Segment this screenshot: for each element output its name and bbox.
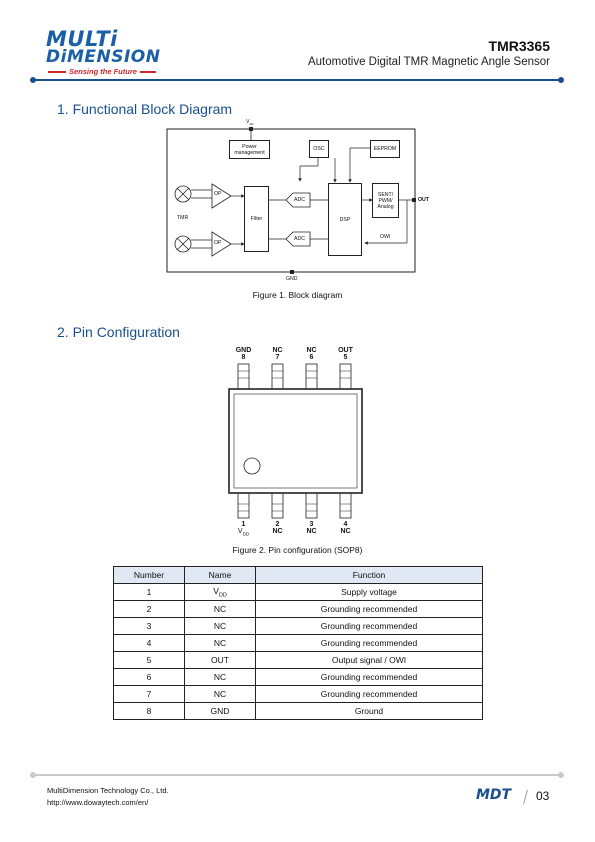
pin-number-cell: 3 — [113, 617, 185, 635]
section-title-pin-configuration: 2. Pin Configuration — [57, 324, 180, 340]
power-management-block: Power management — [229, 140, 270, 159]
pin-name-cell: NC — [184, 617, 256, 635]
pin-number: 5 — [343, 354, 348, 361]
footer-rule — [33, 774, 561, 776]
pin-8-label: GND 8 — [231, 347, 256, 361]
pin-function-cell: Grounding recommended — [255, 634, 483, 652]
header-rule — [33, 79, 561, 81]
page-number: 03 — [536, 789, 550, 803]
pin-number: 8 — [241, 354, 246, 361]
pin-2-label: 2 NC — [265, 521, 290, 535]
adc-bottom-label: ADC — [294, 236, 305, 242]
company-logo: MULTi DiMENSION Sensing the Future — [46, 27, 176, 77]
logo-line1: MULTi — [46, 27, 118, 51]
footer-website-link[interactable]: http://www.dowaytech.com/en/ — [47, 798, 149, 807]
filter-block: Filter — [244, 186, 269, 252]
logo-line2: DiMENSION — [46, 47, 161, 67]
pin-number-cell: 7 — [113, 685, 185, 703]
osc-block: OSC — [309, 140, 329, 158]
section-title-block-diagram: 1. Functional Block Diagram — [57, 101, 233, 117]
table-row: 4 NC Grounding recommended — [113, 634, 483, 652]
pin-1-label: 1 VDD — [231, 521, 256, 537]
table-header-row: Number Name Function — [113, 566, 483, 584]
pin-6-label: NC 6 — [299, 347, 324, 361]
pin-function-cell: Supply voltage — [255, 583, 483, 601]
page-header: MULTi DiMENSION Sensing the Future TMR33… — [0, 0, 595, 90]
pin-4-label: 4 NC — [333, 521, 358, 535]
pin-name: NC — [306, 528, 317, 535]
tmr-label: TMR — [177, 215, 189, 221]
table-row: 5 OUT Output signal / OWI — [113, 651, 483, 669]
pin-number-cell: 8 — [113, 702, 185, 720]
column-header-number: Number — [113, 566, 185, 584]
figure2-caption: Figure 2. Pin configuration (SOP8) — [232, 545, 363, 555]
pin-name-cell: NC — [184, 600, 256, 618]
pin-number-cell: 2 — [113, 600, 185, 618]
op-top-label: OP — [214, 191, 222, 197]
pin-function-cell: Grounding recommended — [255, 617, 483, 635]
footer-rule-dot-right — [558, 772, 564, 778]
pin-function-table: Number Name Function 1 VDD Supply voltag… — [113, 566, 483, 720]
pin-function-cell: Ground — [255, 702, 483, 720]
pin-number: 6 — [309, 354, 314, 361]
footer-separator — [523, 790, 528, 804]
footer-company-name: MultiDimension Technology Co., Ltd. — [47, 786, 169, 795]
part-number: TMR3365 — [488, 38, 550, 54]
pin-name-cell: NC — [184, 668, 256, 686]
pin-number-cell: 5 — [113, 651, 185, 669]
pin-name: NC — [272, 347, 283, 354]
op-bottom-label: OP — [214, 240, 222, 246]
table-row: 3 NC Grounding recommended — [113, 617, 483, 635]
pin-name: OUT — [338, 347, 353, 354]
document-subtitle: Automotive Digital TMR Magnetic Angle Se… — [307, 56, 550, 68]
pin-number-cell: 4 — [113, 634, 185, 652]
dsp-block: DSP — [328, 183, 362, 256]
table-row: 8 GND Ground — [113, 702, 483, 720]
pin-name-cell: NC — [184, 685, 256, 703]
pin-number: 2 — [275, 521, 280, 528]
out-label: OUT — [418, 197, 429, 203]
column-header-function: Function — [255, 566, 483, 584]
pin-function-cell: Grounding recommended — [255, 668, 483, 686]
pin-function-cell: Output signal / OWI — [255, 651, 483, 669]
header-rule-dot-left — [30, 77, 36, 83]
footer-rule-dot-left — [30, 772, 36, 778]
figure1-caption: Figure 1. Block diagram — [252, 290, 343, 300]
pin-5-label: OUT 5 — [333, 347, 358, 361]
output-interface-block: SENT/ PWM/ Analog — [372, 183, 399, 218]
pin-function-cell: Grounding recommended — [255, 600, 483, 618]
pin-number: 1 — [241, 521, 246, 528]
logo-tagline: Sensing the Future — [58, 67, 156, 76]
adc-top-label: ADC — [294, 197, 305, 203]
pin-number: 4 — [343, 521, 348, 528]
eeprom-block: EEPROM — [370, 140, 400, 158]
pin-3-label: 3 NC — [299, 521, 324, 535]
pin-number: 7 — [275, 354, 280, 361]
table-row: 6 NC Grounding recommended — [113, 668, 483, 686]
pin-name-cell: NC — [184, 634, 256, 652]
table-row: 2 NC Grounding recommended — [113, 600, 483, 618]
pin-name: NC — [340, 528, 351, 535]
pin-name: NC — [272, 528, 283, 535]
pin-number-cell: 1 — [113, 583, 185, 601]
owi-label: OWI — [380, 234, 391, 240]
pin-name-cell: GND — [184, 702, 256, 720]
pin-name-cell: VDD — [184, 583, 256, 601]
table-row: 7 NC Grounding recommended — [113, 685, 483, 703]
vcc-label: Vcc — [246, 119, 254, 127]
pin-number-cell: 6 — [113, 668, 185, 686]
pin-number: 3 — [309, 521, 314, 528]
pin-name: GND — [235, 347, 252, 354]
pin-name-cell: OUT — [184, 651, 256, 669]
pin-function-cell: Grounding recommended — [255, 685, 483, 703]
footer-logo: MDT — [476, 787, 512, 803]
table-row: 1 VDD Supply voltage — [113, 583, 483, 601]
pin-name: NC — [306, 347, 317, 354]
gnd-label: GND — [286, 276, 298, 282]
pin-7-label: NC 7 — [265, 347, 290, 361]
header-rule-dot-right — [558, 77, 564, 83]
column-header-name: Name — [184, 566, 256, 584]
pin-name: VDD — [237, 528, 250, 537]
